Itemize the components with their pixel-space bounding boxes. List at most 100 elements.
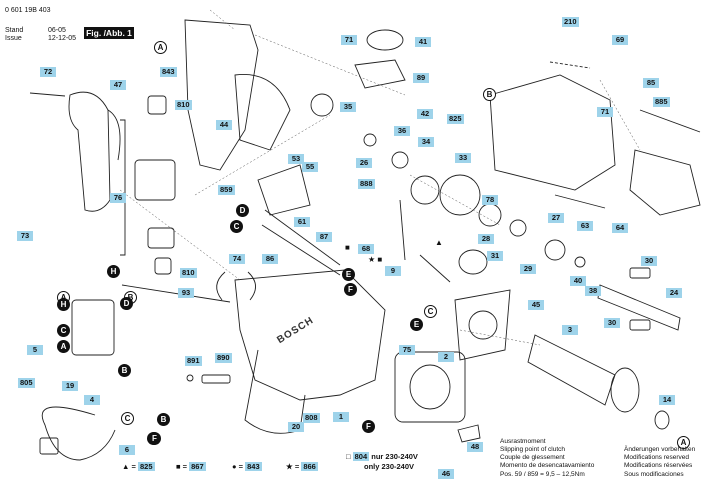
changes-info-line3: Modifications réservées: [624, 462, 693, 469]
part-label-93: 93: [178, 288, 194, 298]
part-label-2: 2: [438, 352, 454, 362]
part-label-44: 44: [216, 120, 232, 130]
handle-shape: [68, 91, 111, 212]
part-label-42: 42: [417, 109, 433, 119]
callout-b: B: [157, 413, 170, 426]
part-label-843: 843: [160, 67, 177, 77]
callout-a: A: [57, 340, 70, 353]
switch-block-shape: [134, 159, 176, 201]
chuck-shape: [629, 149, 701, 216]
marker-square: ■: [345, 243, 350, 252]
part-label-20: 20: [288, 422, 304, 432]
part-label-5: 5: [27, 345, 43, 355]
clutch-info-line5: Pos. 59 / 859 = 9,5 – 12,5Nm: [500, 471, 585, 478]
part-label-55: 55: [302, 162, 318, 172]
part-label-87: 87: [316, 232, 332, 242]
part-label-86: 86: [262, 254, 278, 264]
gear-34-shape: [410, 175, 440, 205]
stand-label: Stand: [5, 27, 24, 34]
callout-h: H: [107, 265, 120, 278]
part-label-71: 71: [341, 35, 357, 45]
part-label-28: 28: [478, 234, 494, 244]
part-label-33: 33: [455, 153, 471, 163]
part-label-29: 29: [520, 264, 536, 274]
callout-f: F: [148, 432, 161, 445]
part-label-885: 885: [653, 97, 670, 107]
legend-triangle: ▲ = 825: [122, 462, 155, 471]
part-label-46: 46: [438, 469, 454, 479]
changes-info-line4: Sous modificaciones: [624, 471, 684, 478]
part-label-4: 4: [84, 395, 100, 405]
callout-e: E: [342, 268, 355, 281]
callout-f: F: [344, 283, 357, 296]
part-label-35: 35: [340, 102, 356, 112]
part-label-45: 45: [528, 300, 544, 310]
part-label-73: 73: [17, 231, 33, 241]
changes-info-line1: Änderungen vorbehalten: [624, 446, 696, 453]
callout-b: B: [483, 88, 496, 101]
clutch-info-line2: Slipping point of clutch: [500, 446, 566, 453]
part-label-27: 27: [548, 213, 564, 223]
power-cord-shape: [41, 406, 116, 461]
stand-date: 06-05: [48, 27, 66, 34]
legend-star-ref: 866: [301, 462, 318, 471]
legend-square-eq: =: [182, 462, 188, 471]
voltage-note-ref: 804: [352, 452, 370, 461]
voltage-note-symbol: □: [346, 452, 351, 461]
part-label-71: 71: [597, 107, 613, 117]
armature-shape: [527, 334, 616, 406]
voltage-note: □ 804 nur 230-240V: [346, 452, 418, 461]
part-label-3: 3: [562, 325, 578, 335]
callout-e: E: [410, 318, 423, 331]
legend-triangle-ref: 825: [138, 462, 155, 471]
legend-star-symbol: ★: [286, 462, 293, 471]
stator-shape: [394, 351, 466, 423]
part-label-30: 30: [604, 318, 620, 328]
callout-d: D: [120, 297, 133, 310]
part-label-36: 36: [394, 126, 410, 136]
changes-info-line2: Modifications reserved: [624, 454, 690, 461]
voltage-note-line1: nur 230-240V: [371, 452, 418, 461]
legend-triangle-symbol: ▲: [122, 462, 130, 471]
part-label-34: 34: [418, 137, 434, 147]
part-label-26: 26: [356, 158, 372, 168]
part-label-805: 805: [18, 378, 35, 388]
part-label-1: 1: [333, 412, 349, 422]
callout-a: A: [677, 436, 690, 449]
trigger-switch-shape: [71, 299, 115, 356]
part-label-825: 825: [447, 114, 464, 124]
legend-star-eq: =: [294, 462, 300, 471]
part-label-6: 6: [119, 445, 135, 455]
legend-square-ref: 867: [189, 462, 206, 471]
callout-c: C: [121, 412, 134, 425]
part-label-808: 808: [303, 413, 320, 423]
clutch-info-line4: Momento de desencatavamiento: [500, 462, 595, 469]
part-label-61: 61: [294, 217, 310, 227]
part-label-89: 89: [413, 73, 429, 83]
part-label-64: 64: [612, 223, 628, 233]
legend-dot-ref: 843: [245, 462, 262, 471]
part-label-69: 69: [612, 35, 628, 45]
switch-knob-shape: [366, 29, 404, 51]
legend-dot: ● = 843: [232, 462, 262, 471]
part-label-14: 14: [659, 395, 675, 405]
motor-housing-shape: [234, 269, 386, 401]
part-label-78: 78: [482, 195, 498, 205]
callout-c: C: [424, 305, 437, 318]
part-label-888: 888: [358, 179, 375, 189]
part-label-40: 40: [570, 276, 586, 286]
callout-c: C: [57, 324, 70, 337]
callout-a: A: [154, 41, 167, 54]
part-label-9: 9: [385, 266, 401, 276]
part-label-19: 19: [62, 381, 78, 391]
part-label-810: 810: [175, 100, 192, 110]
marker-triangle: ▲: [435, 238, 443, 247]
part-label-53: 53: [288, 154, 304, 164]
part-label-31: 31: [487, 251, 503, 261]
clutch-info-line1: Ausrastmoment: [500, 438, 546, 445]
gear-33-shape: [439, 174, 481, 216]
clutch-info-line3: Couple de glessement: [500, 454, 565, 461]
part-label-24: 24: [666, 288, 682, 298]
